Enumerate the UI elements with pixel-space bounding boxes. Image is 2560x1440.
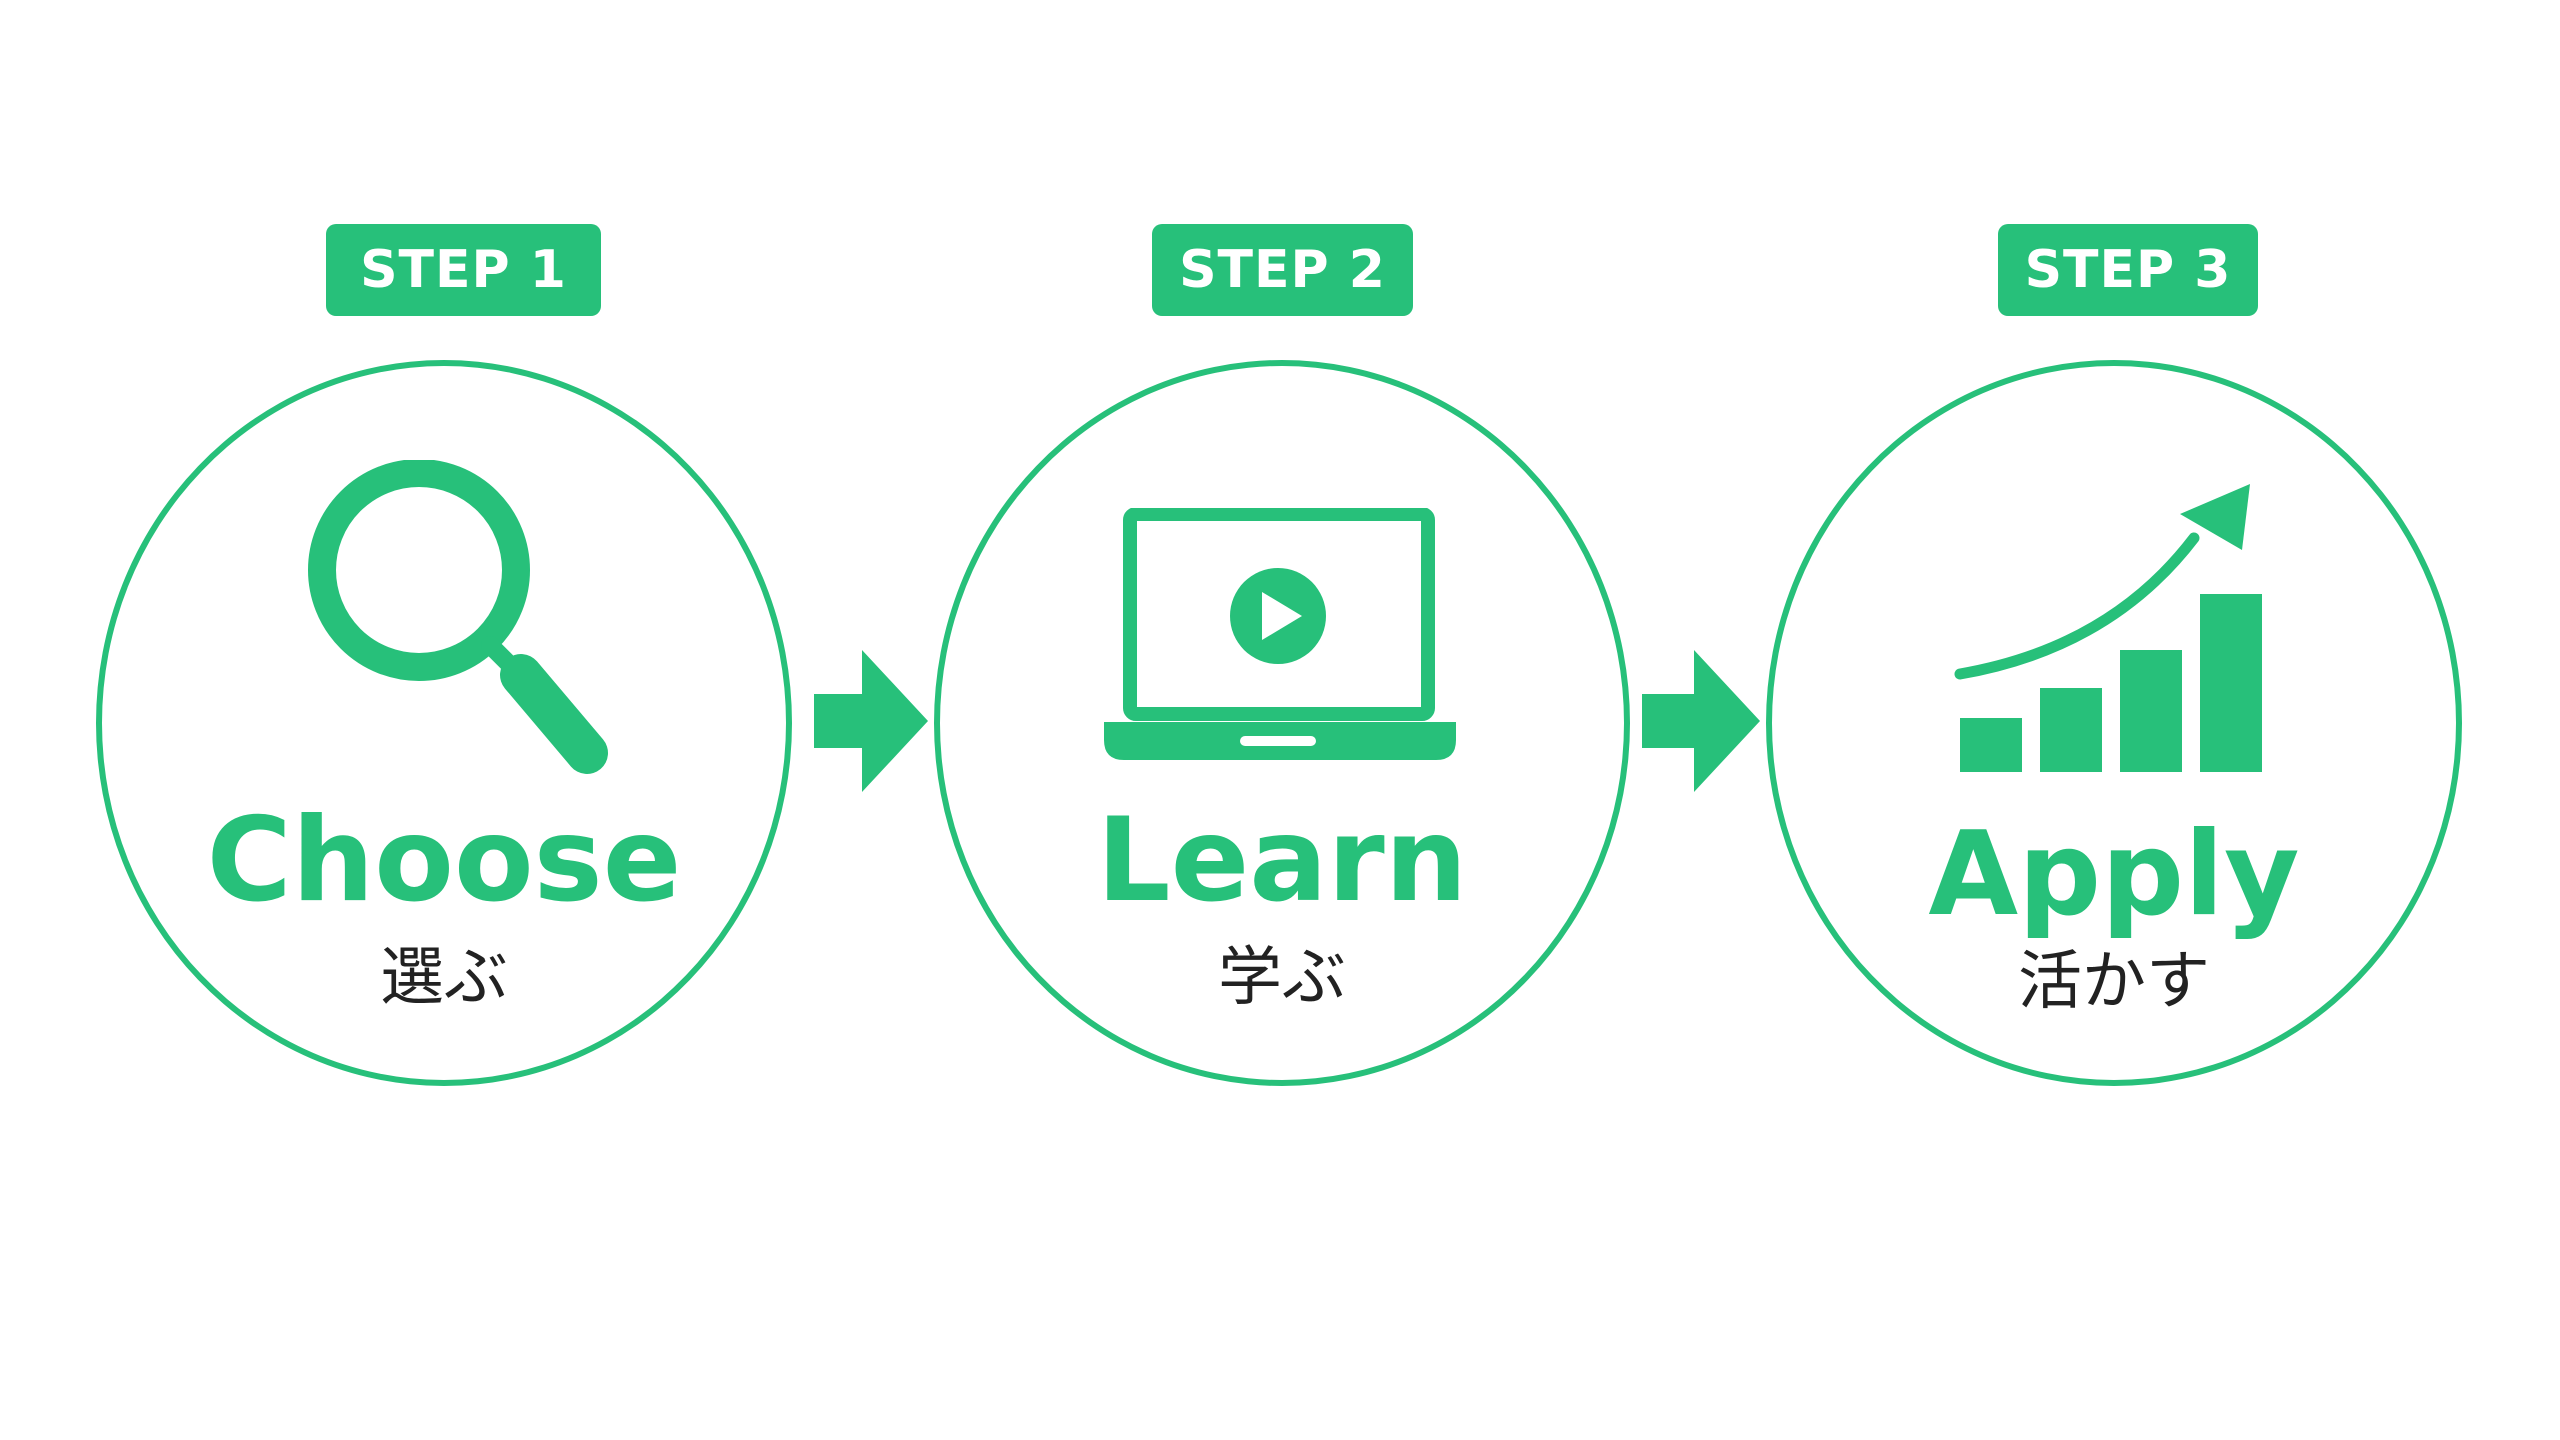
step-3-title: Apply xyxy=(1928,807,2300,942)
step-3-badge: STEP 3 xyxy=(1998,224,2258,316)
arrow-right-icon xyxy=(814,650,928,792)
step-2-subtitle: 学ぶ xyxy=(1218,941,1346,1015)
step-1-subtitle: 選ぶ xyxy=(380,941,508,1015)
magnifier-icon xyxy=(308,460,608,774)
step-3-subtitle: 活かす xyxy=(2018,945,2210,1019)
step-3-circle xyxy=(1766,360,2462,1086)
growth-chart-icon xyxy=(1954,484,2262,772)
step-1-badge: STEP 1 xyxy=(326,224,601,316)
step-2-badge: STEP 2 xyxy=(1152,224,1413,316)
step-1-title: Choose xyxy=(206,793,682,928)
laptop-play-icon xyxy=(1104,508,1456,760)
step-2-circle xyxy=(934,360,1630,1086)
step-2-title: Learn xyxy=(1096,793,1468,928)
arrow-right-icon xyxy=(1642,650,1760,792)
step-1-circle xyxy=(96,360,792,1086)
